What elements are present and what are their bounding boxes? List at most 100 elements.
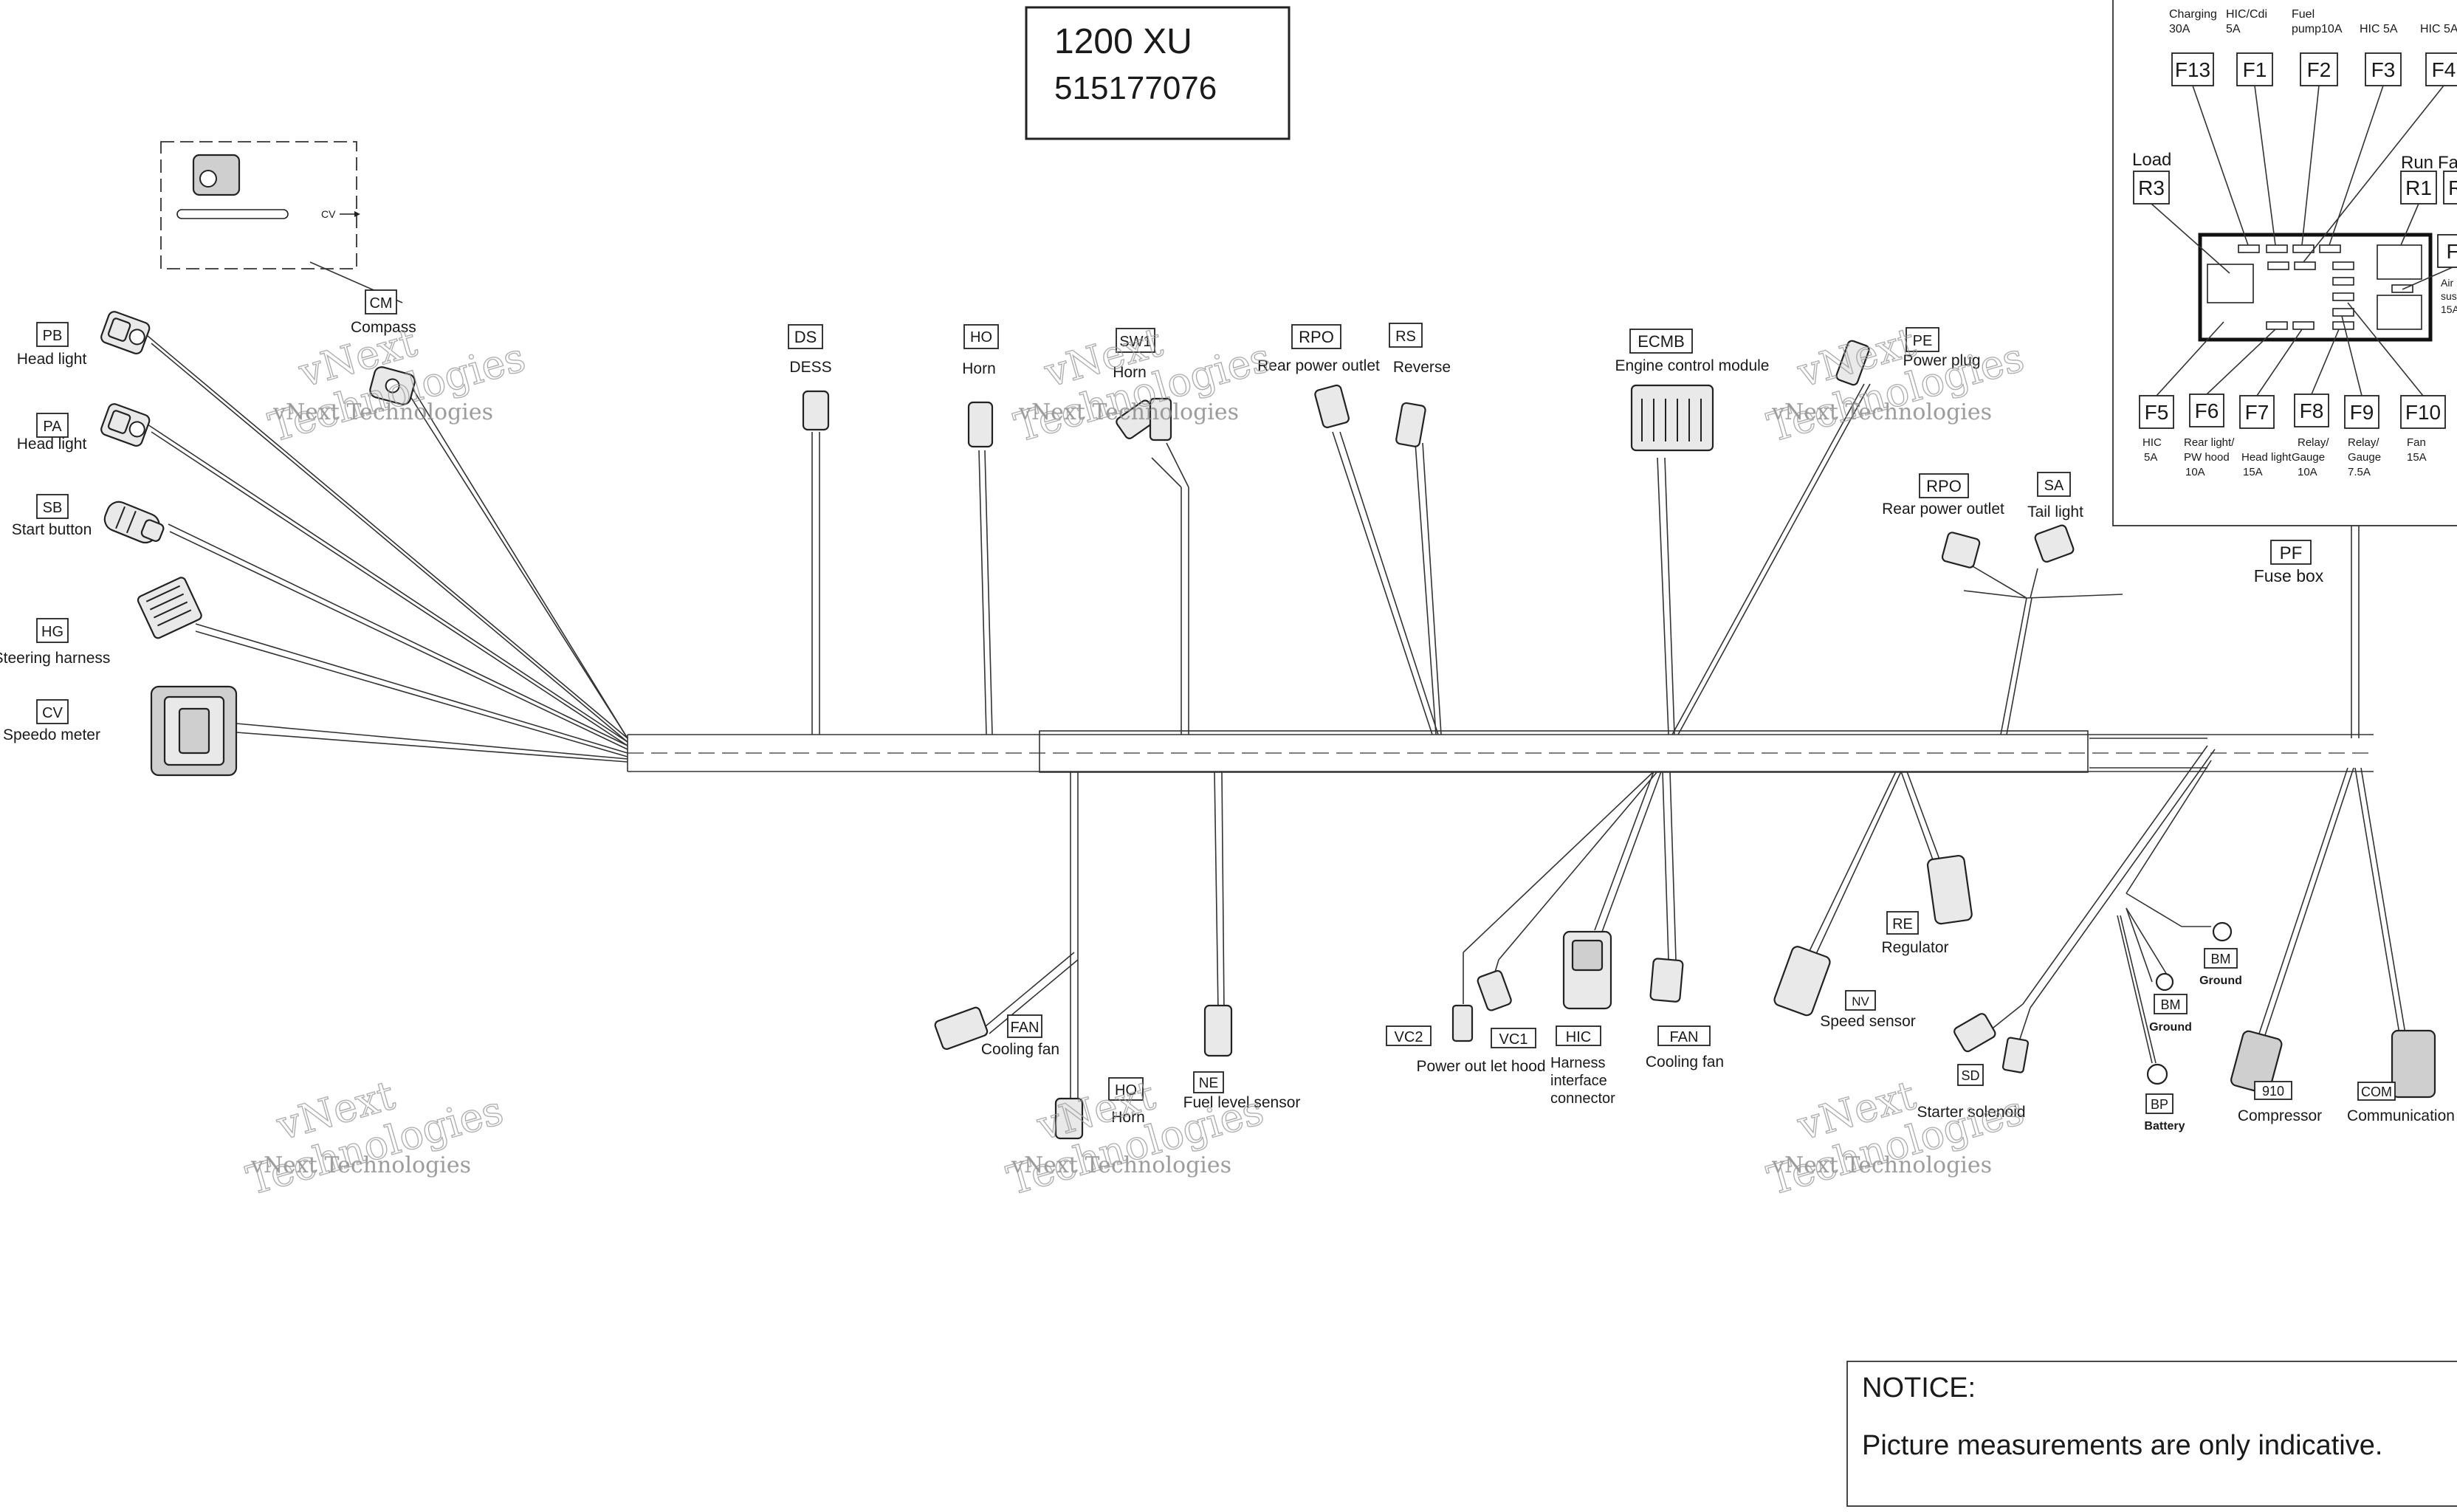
- svg-text:RS: RS: [1395, 329, 1416, 345]
- svg-text:Relay/: Relay/: [2348, 436, 2379, 449]
- relay-f: F: [2437, 234, 2457, 268]
- svg-text:RPO: RPO: [1926, 477, 1962, 495]
- svg-text:HIC: HIC: [1566, 1029, 1591, 1045]
- svg-text:RPO: RPO: [1299, 328, 1334, 346]
- svg-text:BM: BM: [2161, 997, 2181, 1012]
- svg-text:F4: F4: [2432, 58, 2456, 81]
- label-fan-right: FAN Cooling fan: [1646, 1025, 1724, 1071]
- svg-text:910: 910: [2262, 1084, 2284, 1099]
- label-ne: NE Fuel level sensor: [1183, 1071, 1300, 1111]
- svg-text:PE: PE: [1913, 333, 1933, 349]
- svg-text:susp: susp: [2441, 290, 2457, 302]
- compass-inset: CV CM Compass: [160, 141, 416, 405]
- label-rpo-top: RPO Rear power outlet: [1257, 324, 1380, 374]
- svg-text:BP: BP: [2151, 1097, 2168, 1112]
- label-re: RE Regulator: [1881, 911, 1949, 956]
- fuse-f6: F6: [2189, 394, 2224, 427]
- svg-text:Rear power outlet: Rear power outlet: [1882, 501, 2004, 518]
- svg-text:Head light: Head light: [2241, 451, 2292, 464]
- hic-label: Harness interface connector: [1550, 1055, 1615, 1107]
- svg-text:pump10A: pump10A: [2292, 23, 2343, 35]
- svg-text:F6: F6: [2195, 399, 2219, 422]
- label-910: 910 Compressor: [2238, 1081, 2322, 1124]
- svg-text:vNext Technologies: vNext Technologies: [1018, 399, 1239, 425]
- svg-text:VC1: VC1: [1499, 1031, 1528, 1048]
- watermark: vNext Technologies vNext Technologies: [1002, 1071, 1269, 1205]
- svg-text:R3: R3: [2138, 176, 2165, 199]
- label-bp: BP Battery: [2144, 1093, 2185, 1133]
- watermark: vNext Technologies vNext Technologies: [1009, 318, 1276, 452]
- fuse-f9: F9: [2344, 395, 2379, 429]
- svg-text:Starter solenoid: Starter solenoid: [1917, 1104, 2025, 1121]
- svg-text:5A: 5A: [2226, 23, 2241, 35]
- svg-text:Steering harness: Steering harness: [0, 650, 110, 667]
- svg-text:HIC/Cdi: HIC/Cdi: [2226, 8, 2267, 21]
- svg-text:Compass: Compass: [351, 319, 416, 336]
- relay-r1: R1: [2400, 171, 2437, 205]
- svg-text:Cooling fan: Cooling fan: [1646, 1054, 1724, 1071]
- svg-text:Horn: Horn: [1111, 1109, 1145, 1126]
- label-rs: RS Reverse: [1389, 323, 1451, 376]
- bottom-labels: FAN Cooling fan HO Horn NE Fuel level se…: [981, 911, 2455, 1133]
- fuse-f13: F13: [2171, 52, 2214, 86]
- label-sb: SB Start button: [12, 494, 92, 538]
- svg-text:Speedo meter: Speedo meter: [3, 726, 100, 743]
- svg-text:Ground: Ground: [2199, 975, 2242, 987]
- svg-text:Tail light: Tail light: [2027, 504, 2083, 520]
- svg-text:Fuel: Fuel: [2292, 8, 2315, 21]
- svg-text:F2: F2: [2307, 58, 2331, 81]
- svg-text:F: F: [2446, 240, 2457, 263]
- fuse-f8: F8: [2294, 394, 2329, 427]
- svg-text:Fan: Fan: [2407, 436, 2426, 449]
- svg-text:Fan: Fan: [2438, 153, 2457, 173]
- svg-text:10A: 10A: [2298, 466, 2317, 478]
- label-hic: HIC Harness interface connector: [1550, 1025, 1615, 1107]
- label-ho-bottom: HO Horn: [1108, 1077, 1145, 1126]
- watermark: vNext Technologies vNext Technologies: [241, 1071, 509, 1205]
- svg-text:PB: PB: [43, 328, 63, 344]
- head-light-connector-pb: [100, 311, 151, 355]
- svg-text:CM: CM: [369, 295, 392, 312]
- svg-text:Horn: Horn: [962, 360, 996, 377]
- part-number: 515177076: [1054, 70, 1217, 106]
- svg-text:HO: HO: [970, 329, 992, 346]
- fuse-f2: F2: [2300, 52, 2338, 86]
- svg-text:Relay/: Relay/: [2298, 436, 2329, 449]
- label-pf: PF Fuse box: [2254, 540, 2324, 585]
- svg-text:5A: 5A: [2144, 451, 2157, 464]
- ecm-connector: [1630, 384, 1714, 452]
- svg-text:VC2: VC2: [1395, 1029, 1423, 1045]
- svg-text:vNext Technologies: vNext Technologies: [272, 399, 493, 425]
- svg-text:SB: SB: [43, 500, 63, 516]
- svg-text:F7: F7: [2245, 401, 2269, 424]
- svg-text:HIC: HIC: [2142, 436, 2162, 449]
- svg-text:Compressor: Compressor: [2238, 1107, 2322, 1124]
- relay-r2: R2: [2443, 171, 2457, 205]
- svg-text:Charging: Charging: [2169, 8, 2217, 21]
- svg-text:vNext Technologies: vNext Technologies: [1011, 1152, 1231, 1178]
- svg-text:FAN: FAN: [1670, 1029, 1699, 1045]
- svg-text:R2: R2: [2448, 176, 2457, 199]
- svg-text:DESS: DESS: [789, 359, 831, 376]
- svg-text:FAN: FAN: [1011, 1020, 1040, 1036]
- label-sw1: SW1 Horn: [1113, 328, 1155, 381]
- label-fan-left: FAN Cooling fan: [981, 1014, 1059, 1058]
- watermark: vNext Technologies vNext Technologies: [1762, 318, 2030, 452]
- svg-text:15A: 15A: [2243, 466, 2263, 478]
- start-button-connector-sb: [103, 501, 165, 544]
- svg-text:HIC 5A: HIC 5A: [2360, 23, 2398, 35]
- svg-text:SW1: SW1: [1119, 334, 1151, 350]
- label-pe: PE Power plug: [1903, 327, 1981, 369]
- svg-text:Fuse box: Fuse box: [2254, 566, 2324, 585]
- label-bm-1: BM Ground: [2199, 948, 2242, 987]
- svg-text:15A: 15A: [2441, 303, 2457, 315]
- notice-box: NOTICE: Picture measurements are only in…: [1846, 1361, 2457, 1507]
- svg-text:Power out let hood: Power out let hood: [1416, 1058, 1545, 1075]
- svg-text:Rear power outlet: Rear power outlet: [1257, 357, 1380, 374]
- notice-heading: NOTICE:: [1862, 1372, 1976, 1403]
- svg-text:15A: 15A: [2407, 451, 2427, 464]
- svg-text:Cooling fan: Cooling fan: [981, 1041, 1059, 1058]
- svg-text:Regulator: Regulator: [1881, 939, 1948, 956]
